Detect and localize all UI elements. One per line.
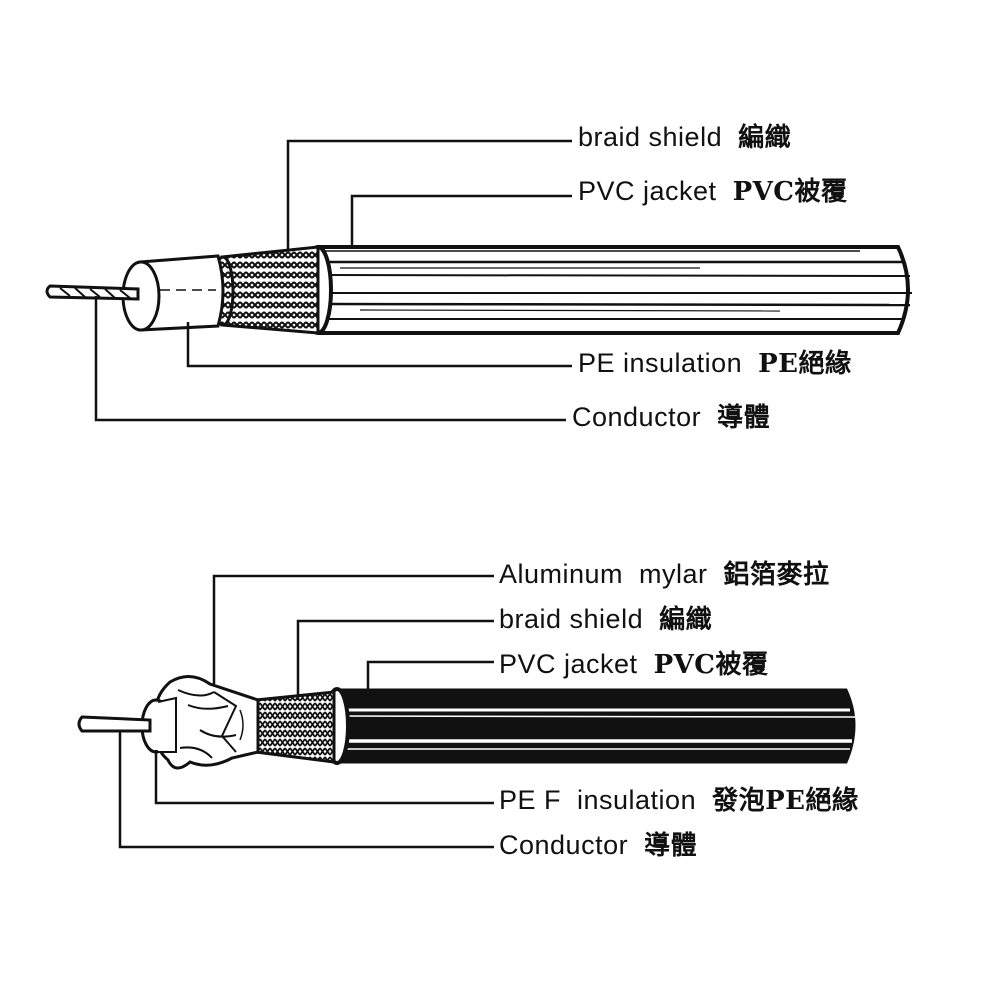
top-braid-shield-label: braid shield 編織 [578,122,792,153]
top-pvc-jacket [303,245,912,335]
bottom-pvc-jacket [324,687,856,765]
top-cable [45,245,912,335]
bottom-braid-shield [254,690,336,764]
top-pe-insulation-label: PE insulation PE絕緣 [578,348,852,379]
bottom-aluminum-mylar-label: Aluminum mylar 鋁箔麥拉 [499,559,830,590]
top-conductor-leader [94,296,566,422]
bottom-alu-leader [212,574,494,684]
top-pvc-leader [350,194,572,248]
top-leader-lines [94,139,572,422]
bottom-conductor-leader [118,732,494,849]
top-braid-shield-en: braid shield [578,122,723,152]
bottom-pef-leader [154,750,494,805]
top-pvc-jacket-label: PVC jacket PVC被覆 [578,176,848,207]
top-pe-insulation-zh: PE絕緣 [758,349,852,379]
bottom-braid-leader [296,619,494,700]
bottom-pvc-leader [366,660,494,692]
bottom-braid-shield-en: braid shield [499,604,644,634]
bottom-braid-shield-label: braid shield 編織 [499,604,713,635]
top-braid-leader [286,139,572,250]
bottom-pef-insulation-label: PE F insulation 發泡PE絕緣 [499,785,859,816]
bottom-pvc-jacket-zh: PVC被覆 [653,650,769,680]
top-braid-shield-zh: 編織 [738,123,792,153]
top-pe-insulation-en: PE insulation [578,348,743,378]
bottom-cable [77,675,856,770]
top-pvc-jacket-zh: PVC被覆 [732,177,848,207]
bottom-leader-lines [118,574,494,849]
bottom-aluminum-mylar-zh: 鋁箔麥拉 [723,560,830,590]
bottom-conductor-label: Conductor 導體 [499,830,698,861]
bottom-pef-insulation-zh: 發泡PE絕緣 [712,786,859,816]
bottom-braid-shield-zh: 編織 [659,605,713,635]
top-conductor-en: Conductor [572,402,702,432]
bottom-conductor-en: Conductor [499,830,629,860]
top-conductor [45,284,140,301]
bottom-conductor-zh: 導體 [644,831,698,861]
bottom-pef-insulation-en: PE F insulation [499,785,697,815]
bottom-pvc-jacket-label: PVC jacket PVC被覆 [499,649,769,680]
bottom-pvc-jacket-en: PVC jacket [499,649,638,679]
bottom-aluminum-mylar-en: Aluminum mylar [499,559,708,589]
bottom-aluminum-mylar [154,675,260,770]
top-conductor-zh: 導體 [717,403,771,433]
bottom-conductor [77,715,152,733]
top-braid-shield [211,245,320,335]
top-pe-leader [186,322,572,368]
top-pvc-jacket-en: PVC jacket [578,176,717,206]
top-pe-insulation [121,254,225,332]
top-conductor-label: Conductor 導體 [572,402,771,433]
